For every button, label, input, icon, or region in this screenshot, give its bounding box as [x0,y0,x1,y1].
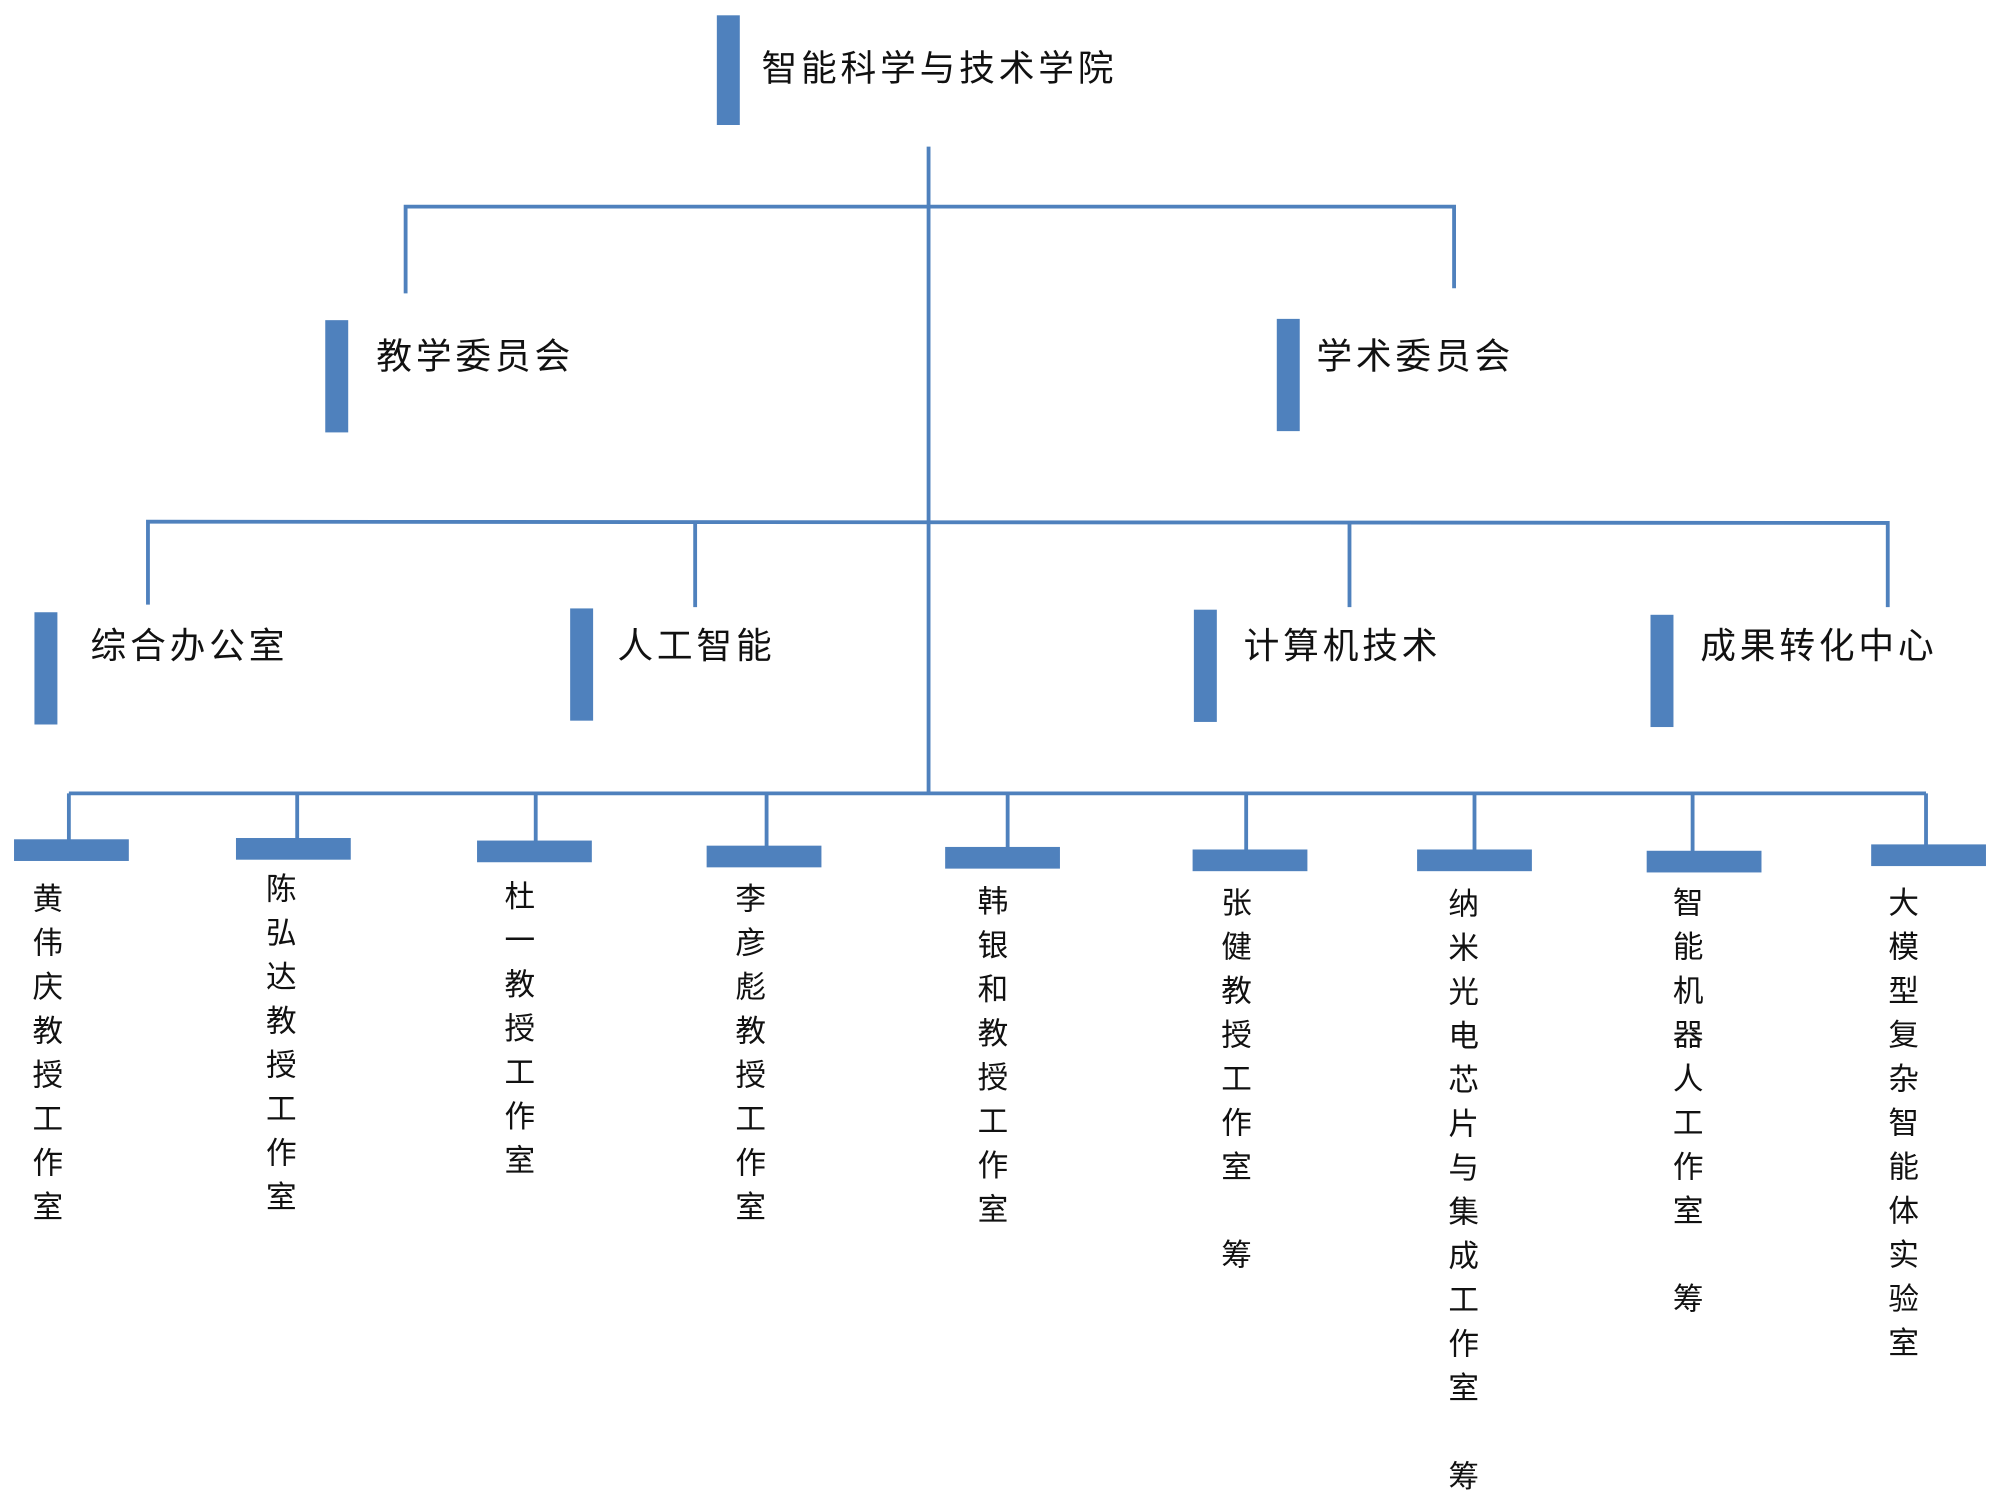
studio-marker [14,839,129,861]
studio-label: 杜一教授工作室 [498,880,535,1189]
department-marker [1650,614,1674,728]
committee-branch [403,204,1456,294]
studio-marker [235,838,351,860]
committee-marker [325,320,349,433]
studio-marker [945,846,1060,869]
studio-label: 纳米光电芯片与集成工作室 筹 [1442,887,1479,1504]
department-marker [1193,609,1217,722]
department-ai: 人工智能 [617,624,776,668]
committee-marker [1276,318,1300,432]
root-marker [716,15,740,125]
studio-marker [706,845,822,868]
committee-teaching: 教学委员会 [376,335,574,378]
studio-label: 陈弘达教授工作室 [260,872,296,1225]
department-marker [570,608,594,721]
committee-academic: 学术委员会 [1316,335,1515,378]
department-general-office: 综合办公室 [90,624,289,668]
studio-marker [1646,850,1762,873]
studio-label: 黄伟庆教授工作室 [26,882,63,1235]
studio-marker [477,840,592,863]
root-label: 智能科学与技术学院 [761,47,1118,90]
department-tech-transfer: 成果转化中心 [1700,624,1938,668]
studio-label: 智能机器人工作室 筹 [1667,886,1703,1327]
studio-marker [1417,849,1532,872]
department-marker [34,612,58,725]
studio-label: 韩银和教授工作室 [971,885,1008,1238]
studio-marker [1192,849,1308,872]
department-branch [146,519,1890,608]
department-computer-tech: 计算机技术 [1243,624,1442,668]
studio-label: 李彦彪教授工作室 [729,882,766,1235]
studio-marker [1871,844,1986,867]
studio-label: 张健教授工作室 筹 [1215,886,1252,1283]
studio-label: 大模型复杂智能体实验室 [1882,886,1919,1371]
